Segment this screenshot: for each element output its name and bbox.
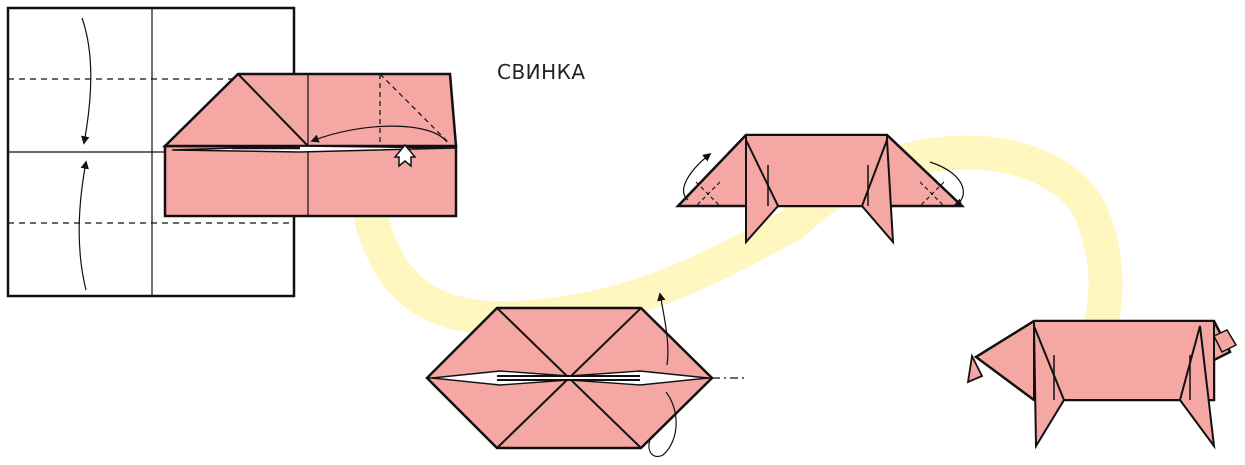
step-3-hexagon-base: [425, 292, 745, 458]
fold-up-arrow: [78, 160, 89, 291]
rotate-arrow-bottom: [648, 391, 677, 458]
fold-arrow-right: [929, 161, 964, 207]
fold-arrow-left: [683, 152, 712, 201]
fold-down-arrow: [81, 17, 92, 145]
push-arrow: [393, 143, 417, 168]
diagram-title: СВИНКА: [497, 60, 586, 84]
step-5-finished-pig: [966, 319, 1238, 450]
step-2-folded-rectangle: [161, 72, 458, 218]
rotate-arrow-top: [657, 292, 669, 366]
step-4-pig-body: [675, 133, 966, 245]
move-arrow: [310, 125, 448, 143]
flow-path: [355, 135, 1123, 352]
